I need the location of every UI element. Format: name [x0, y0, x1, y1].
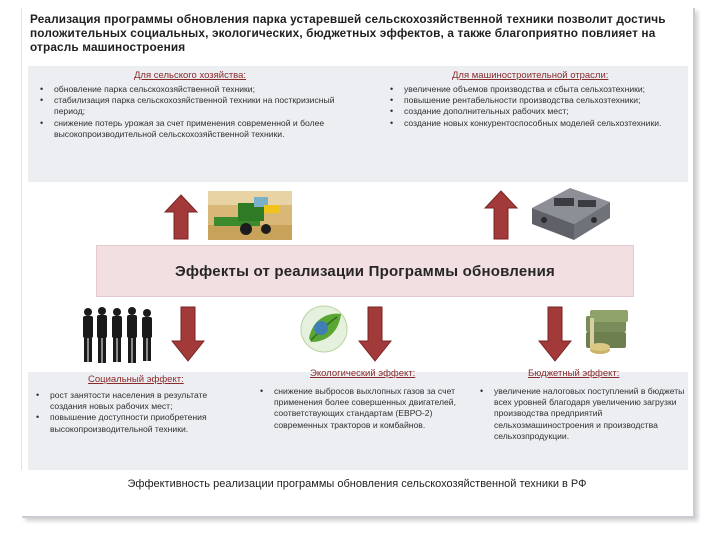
list-item: создание дополнительных рабочих мест; [390, 106, 690, 117]
list-item: снижение потерь урожая за счет применени… [40, 118, 360, 140]
up-arrow-right [484, 190, 518, 240]
effects-box: Эффекты от реализации Программы обновлен… [96, 245, 634, 297]
list-item: снижение выбросов выхлопных газов за сче… [260, 386, 470, 431]
machinery-list: увеличение объемов производства и сбыта … [390, 84, 690, 129]
leaf-globe-icon [300, 305, 348, 353]
agriculture-heading: Для сельского хозяйства: [134, 70, 247, 81]
money-stack-image [586, 310, 628, 354]
down-arrow-budget [538, 306, 572, 362]
figure-caption: Эффективность реализации программы обнов… [127, 478, 587, 490]
budget-list: увеличение налоговых поступлений в бюдже… [480, 386, 690, 442]
down-arrow-ecological [358, 306, 392, 362]
list-item: повышение рентабельности производства се… [390, 95, 690, 106]
social-heading: Социальный эффект: [88, 374, 184, 385]
tractor-engine-image [532, 188, 610, 240]
list-item: рост занятости населения в результате со… [36, 390, 246, 412]
people-silhouettes-image [83, 307, 152, 363]
list-item: повышение доступности приобретения высок… [36, 412, 246, 434]
list-item: стабилизация парка сельскохозяйственной … [40, 95, 360, 117]
machinery-heading: Для машиностроительной отрасли: [452, 70, 609, 81]
effects-title: Эффекты от реализации Программы обновлен… [174, 262, 556, 280]
up-arrow-left [164, 194, 198, 240]
budget-heading: Бюджетный эффект: [528, 368, 620, 379]
down-arrow-social [171, 306, 205, 362]
combine-harvester-image [208, 191, 292, 240]
ecological-heading: Экологический эффект: [310, 368, 416, 379]
social-list: рост занятости населения в результате со… [36, 390, 246, 435]
ecological-list: снижение выбросов выхлопных газов за сче… [260, 386, 470, 431]
slide-title: Реализация программы обновления парка ус… [30, 12, 666, 54]
agriculture-list: обновление парка сельскохозяйственной те… [40, 84, 360, 140]
list-item: увеличение объемов производства и сбыта … [390, 84, 690, 95]
list-item: увеличение налоговых поступлений в бюдже… [480, 386, 690, 442]
list-item: обновление парка сельскохозяйственной те… [40, 84, 360, 95]
list-item: создание новых конкурентоспособных модел… [390, 118, 690, 129]
